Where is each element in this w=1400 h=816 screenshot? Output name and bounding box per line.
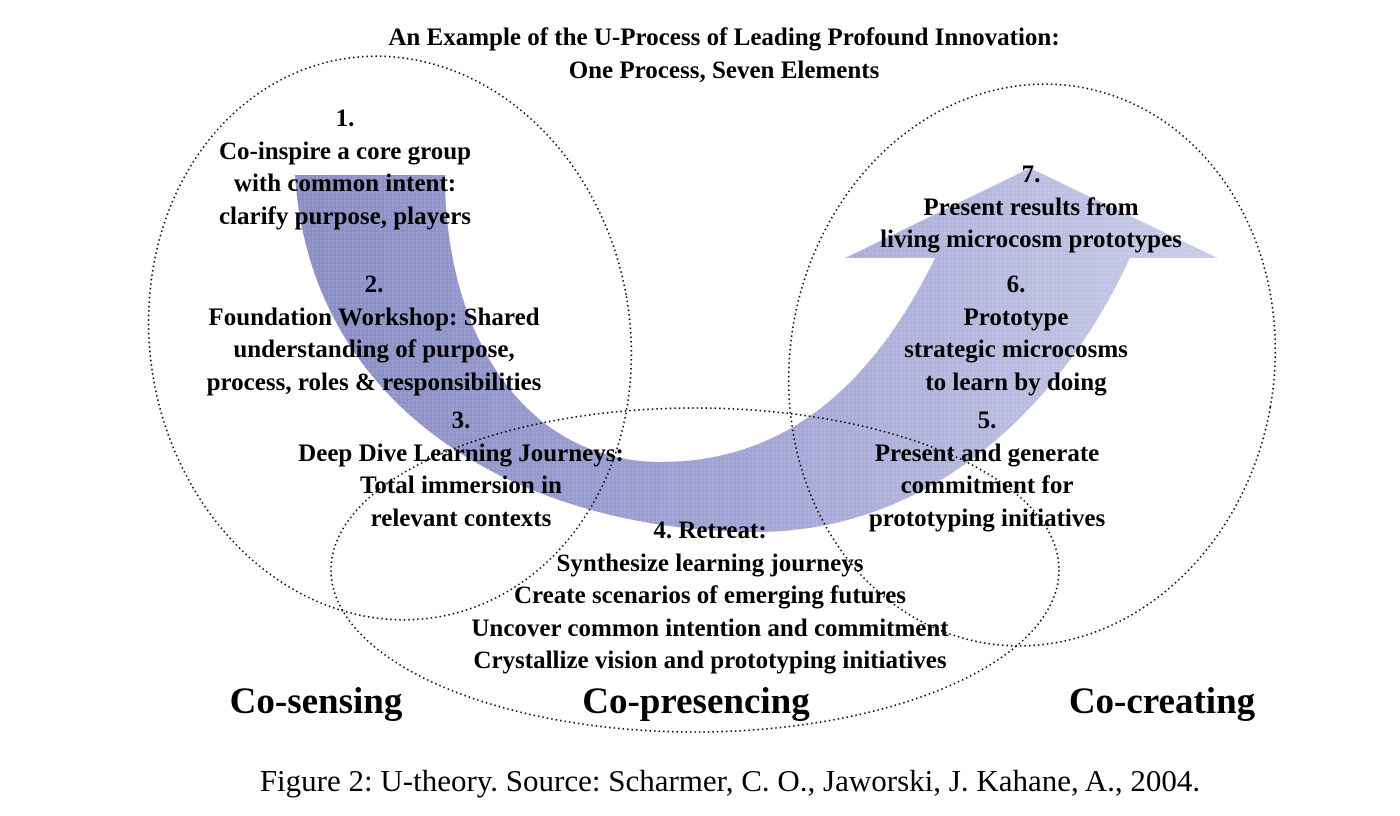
co-creating-ellipse	[787, 83, 1277, 647]
step-3-line-2: Total immersion in	[360, 472, 562, 499]
step-1-line-2: with common intent:	[233, 170, 457, 197]
phase-co-creating: Co-creating	[1068, 681, 1256, 722]
step-1-line-3: clarify purpose, players	[218, 202, 472, 230]
step-4-line-2: Create scenarios of emerging futures	[513, 582, 907, 609]
step-2-line-3: process, roles & responsibilities	[206, 368, 542, 396]
step-3-line-1: Deep Dive Learning Journeys:	[298, 439, 624, 467]
step-7-line-1: Present results from	[923, 193, 1139, 221]
step-4-number: 4. Retreat:	[653, 517, 767, 544]
u-arrow-texture	[295, 168, 1218, 532]
step-1-number: 1.	[335, 105, 355, 132]
step-1-line-1: Co-inspire a core group	[218, 137, 472, 165]
step-6-line-2: strategic microcosms	[904, 336, 1128, 363]
step-2-number: 2.	[364, 271, 384, 298]
step-4-line-4: Crystallize vision and prototyping initi…	[473, 647, 947, 674]
co-presencing-ellipse	[330, 407, 1060, 733]
step-6: 6. Prototype strategic microcosms to lea…	[904, 269, 1128, 399]
step-2-line-1: Foundation Workshop: Shared	[208, 303, 540, 331]
step-2: 2. Foundation Workshop: Shared understan…	[207, 269, 542, 399]
step-6-number: 6.	[1006, 271, 1026, 298]
step-4-line-1: Synthesize learning journeys	[556, 549, 864, 577]
step-5: 5. Present and generate commitment for p…	[869, 405, 1105, 535]
step-6-line-1: Prototype	[963, 303, 1069, 331]
step-3-line-3: relevant contexts	[370, 504, 552, 532]
step-7-line-2: living microcosm prototypes	[880, 226, 1182, 253]
step-2-line-2: understanding of purpose,	[233, 336, 515, 363]
step-6-line-3: to learn by doing	[925, 368, 1107, 396]
step-3: 3. Deep Dive Learning Journeys: Total im…	[298, 405, 624, 535]
step-5-number: 5.	[977, 407, 997, 434]
figure-caption: Figure 2: U-theory. Source: Scharmer, C.…	[259, 763, 1201, 798]
step-4-line-3: Uncover common intention and commitment	[471, 614, 949, 642]
step-3-number: 3.	[451, 407, 471, 434]
step-7-number: 7.	[1021, 161, 1041, 188]
co-sensing-ellipse	[147, 55, 633, 621]
step-5-line-1: Present and generate	[874, 439, 1100, 467]
phase-co-sensing: Co-sensing	[229, 681, 403, 722]
title-line-1: An Example of the U-Process of Leading P…	[388, 24, 1060, 51]
title-line-2: One Process, Seven Elements	[568, 57, 880, 84]
phase-co-presencing: Co-presencing	[582, 681, 810, 722]
step-5-line-3: prototyping initiatives	[868, 504, 1106, 532]
step-7: 7. Present results from living microcosm…	[880, 159, 1182, 257]
step-4: 4. Retreat: Synthesize learning journeys…	[471, 515, 948, 678]
step-5-line-2: commitment for	[900, 472, 1074, 499]
diagram-title: An Example of the U-Process of Leading P…	[388, 21, 1059, 87]
step-1: 1. Co-inspire a core group with common i…	[219, 103, 471, 233]
